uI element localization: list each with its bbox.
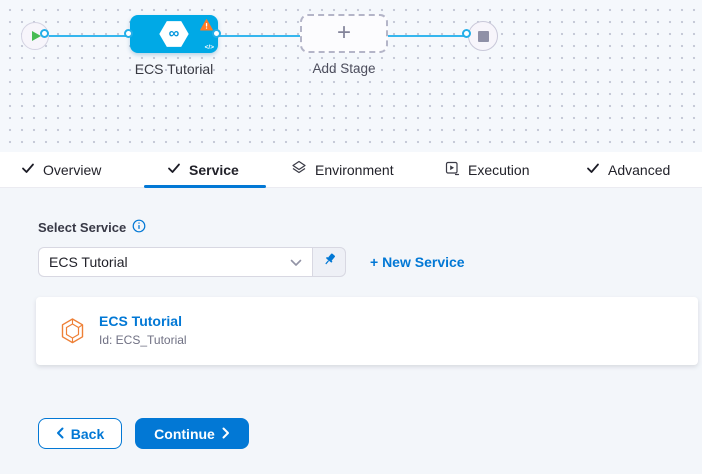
tab-overview[interactable]: Overview — [21, 152, 101, 187]
tab-service[interactable]: Service — [167, 152, 239, 187]
tab-label: Execution — [468, 161, 530, 178]
add-stage-label: Add Stage — [312, 61, 376, 76]
tab-execution[interactable]: Execution — [445, 152, 529, 187]
continue-button-label: Continue — [154, 425, 215, 442]
connector-line — [388, 35, 464, 37]
cd-stage-icon: ∞ — [159, 21, 189, 47]
chevron-left-icon — [56, 426, 64, 442]
tab-label: Advanced — [608, 161, 671, 178]
continue-button[interactable]: Continue — [135, 418, 249, 449]
pin-button[interactable] — [312, 247, 346, 277]
service-card-title[interactable]: ECS Tutorial — [99, 313, 182, 329]
active-tab-underline — [144, 185, 266, 188]
select-service-label-text: Select Service — [38, 220, 127, 235]
service-tab-content: Select Service ECS Tutorial — [0, 188, 702, 474]
stage-tabbar: Overview Service Environment — [0, 152, 702, 188]
add-stage-button[interactable]: + — [300, 14, 388, 53]
service-select-value: ECS Tutorial — [49, 254, 128, 270]
chevron-down-icon — [290, 254, 302, 270]
back-button-label: Back — [70, 425, 105, 442]
play-icon — [32, 31, 41, 41]
pipeline-canvas[interactable]: ∞ </> + ECS Tutorial Add Stage — [0, 0, 702, 152]
stage-node-ecs-tutorial[interactable]: ∞ </> — [130, 15, 218, 53]
plus-icon: + — [336, 18, 351, 46]
connector-port — [212, 29, 221, 38]
tab-environment[interactable]: Environment — [291, 152, 394, 187]
pipeline-end-node — [468, 21, 498, 51]
check-icon — [21, 161, 35, 178]
check-icon — [167, 161, 181, 178]
tab-advanced[interactable]: Advanced — [586, 152, 670, 187]
connector-port — [40, 29, 49, 38]
environment-icon — [291, 160, 307, 179]
execution-icon — [445, 161, 460, 179]
stop-icon — [477, 30, 489, 42]
tab-label: Overview — [43, 161, 102, 178]
service-card[interactable]: ECS Tutorial Id: ECS_Tutorial — [36, 297, 698, 365]
service-card-id: Id: ECS_Tutorial — [99, 333, 187, 347]
connector-port — [462, 29, 471, 38]
connector-port — [124, 29, 133, 38]
warning-icon — [200, 18, 213, 36]
connector-line — [47, 35, 130, 37]
service-select-dropdown[interactable]: ECS Tutorial — [38, 247, 312, 277]
stage-node-label: ECS Tutorial — [134, 61, 214, 77]
new-service-link[interactable]: + New Service — [370, 254, 465, 270]
service-hexagon-icon — [59, 317, 86, 350]
tab-label: Environment — [315, 161, 394, 178]
connector-line — [218, 35, 302, 37]
select-service-label: Select Service — [38, 219, 146, 236]
chevron-right-icon — [222, 426, 230, 442]
back-button[interactable]: Back — [38, 418, 122, 449]
tab-label: Service — [189, 161, 239, 178]
code-icon: </> — [204, 44, 214, 51]
pin-icon — [322, 252, 337, 272]
check-icon — [586, 161, 600, 178]
info-icon[interactable] — [132, 219, 146, 236]
